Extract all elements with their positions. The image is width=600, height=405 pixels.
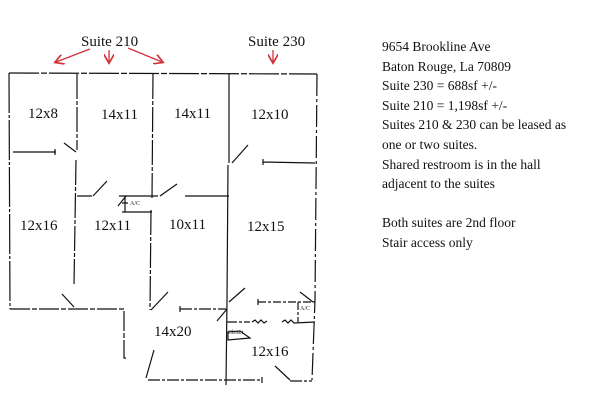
door-swing-icon: [274, 365, 291, 381]
door-swing-icon: [159, 183, 178, 197]
suite-230-label: Suite 230: [248, 34, 306, 50]
lease-note-2: one or two suites.: [382, 136, 478, 152]
wall-left: [8, 72, 11, 310]
door-swing-icon: [299, 291, 314, 303]
room-label: 10x11: [169, 217, 206, 233]
walls: [8, 72, 318, 386]
wall-right: [311, 73, 318, 381]
wall-upper-h1: [13, 149, 56, 155]
wall-upper-h2: [262, 159, 316, 165]
door-swing-icon: [117, 195, 127, 207]
door-swing-icon: [61, 293, 75, 308]
room-label: 14x11: [174, 106, 211, 122]
room-label: 12x15: [247, 219, 285, 235]
wall-closet-box: [227, 330, 252, 341]
room-label: 14x11: [101, 107, 138, 123]
suite-210-label: Suite 210: [81, 34, 139, 50]
listing-info: 9654 Brookline Ave Baton Rouge, La 70809…: [382, 37, 597, 253]
wall-bottom: [148, 377, 312, 383]
ac-label: A/C: [130, 201, 141, 207]
ac-label: A/C: [300, 306, 311, 312]
room-label: 12x10: [251, 107, 289, 123]
wall-ac2-box: [257, 299, 315, 322]
suite-arrows: [56, 47, 273, 62]
spacer: [382, 194, 597, 214]
access-note: Stair access only: [382, 234, 473, 250]
wall-hall-top: [179, 306, 226, 312]
room-label: 12x11: [94, 218, 131, 234]
door-swing-icon: [231, 144, 249, 164]
room-label: 12x16: [20, 218, 58, 234]
floor-plan-drawing: [8, 47, 318, 386]
lease-note-1: Suites 210 & 230 can be leased as: [382, 117, 567, 133]
door-swings: [61, 142, 314, 381]
wall-partition-3: [225, 74, 230, 386]
suite-210-area: Suite 210 = 1,198sf +/-: [382, 97, 508, 113]
address-line-1: 9654 Brookline Ave: [382, 39, 491, 54]
floor-note: Both suites are 2nd floor: [382, 215, 516, 231]
address-line-2: Baton Rouge, La 70809: [382, 58, 511, 74]
wall-lower-left: [10, 308, 128, 359]
door-swing-icon: [92, 180, 108, 197]
arrow-suite210-right: [127, 47, 162, 62]
door-swing-icon: [145, 349, 155, 379]
restroom-note-2: adjacent to the suites: [382, 176, 495, 192]
door-swing-icon: [216, 308, 228, 322]
restroom-note-1: Shared restroom is in the hall: [382, 156, 541, 172]
room-label: 14x20: [154, 324, 192, 340]
wall-partition-1: [73, 74, 78, 286]
wall-top: [8, 72, 318, 75]
room-label: 12x16: [251, 344, 289, 360]
closet-label: Closet: [228, 330, 244, 336]
door-swing-icon: [150, 291, 169, 311]
wall-squiggle: [251, 319, 316, 324]
room-label: 12x8: [28, 106, 58, 122]
suite-230-area: Suite 230 = 688sf +/-: [382, 78, 497, 94]
floor-plan: Suite 210 Suite 230 12x8 14x11 14x11 12x…: [8, 34, 318, 386]
door-swing-icon: [63, 142, 77, 153]
wall-ac-box: [122, 196, 152, 213]
door-swing-icon: [228, 287, 246, 303]
wall-partition-2: [149, 73, 154, 311]
arrow-suite210-left: [56, 48, 91, 62]
